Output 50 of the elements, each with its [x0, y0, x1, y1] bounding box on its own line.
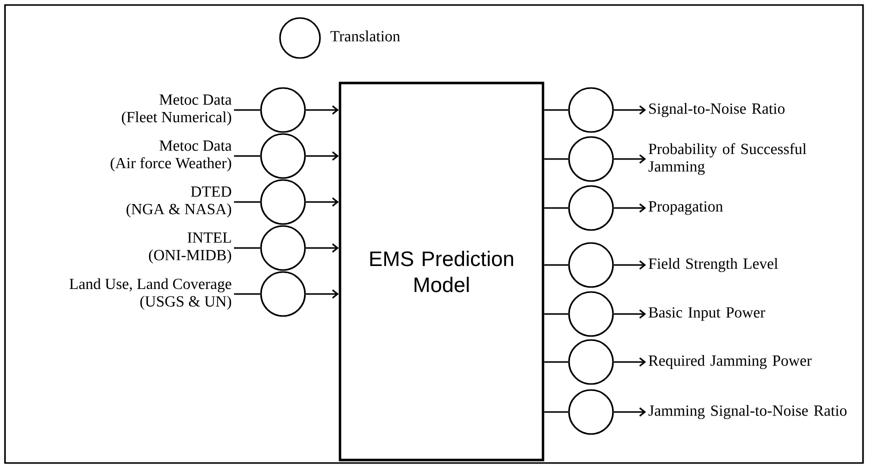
connector-line [544, 264, 568, 266]
circle-symbol [568, 339, 614, 385]
output-label: Propagation [648, 201, 723, 215]
arrow [614, 154, 646, 164]
connector-line [544, 158, 568, 160]
output-label: Jamming Signal-to-Noise Ratio [648, 404, 847, 420]
arrow [614, 357, 646, 367]
circle-symbol [568, 136, 614, 182]
circle-symbol [260, 225, 306, 271]
connector-line [234, 155, 260, 157]
connector-line [234, 293, 260, 295]
arrow [306, 197, 339, 207]
circle-symbol [568, 87, 614, 133]
output-label: Signal-to-Noise Ratio [649, 102, 785, 118]
input-label: Land Use, Land Coverage (USGS & UN) [70, 278, 232, 310]
arrow [306, 151, 339, 161]
circle-symbol [260, 133, 306, 179]
output-label: Basic Input Power [648, 307, 766, 321]
input-label: INTEL (ONI-MIDB) [148, 232, 232, 264]
connector-line [234, 109, 260, 111]
arrow [614, 309, 646, 319]
circle-symbol [260, 179, 306, 225]
output-label: Field Strength Level [648, 258, 778, 272]
connector-line [234, 247, 260, 249]
arrow [614, 260, 646, 270]
circle-symbol [568, 389, 614, 435]
input-label: Metoc Data (Air force Weather) [110, 140, 232, 172]
connector-line [544, 313, 568, 315]
connector-line [544, 361, 568, 363]
circle-symbol [568, 242, 614, 288]
circle-symbol [260, 87, 306, 133]
output-label: Probability of Successful Jamming [648, 143, 806, 175]
arrow [614, 105, 646, 115]
output-label: Required Jamming Power [648, 354, 812, 370]
input-label: DTED (NGA & NASA) [126, 186, 232, 218]
arrow [614, 407, 646, 417]
circle-symbol [568, 185, 614, 231]
connector-line [234, 201, 260, 203]
input-label: Metoc Data (Fleet Numerical) [122, 94, 232, 126]
arrow [306, 289, 339, 299]
legend-label: Translation [330, 30, 400, 42]
circle-symbol [568, 291, 614, 337]
circle-symbol [260, 271, 306, 317]
connector-line [544, 207, 568, 209]
arrow [306, 243, 339, 253]
arrow [306, 105, 339, 115]
connector-line [544, 109, 568, 111]
model-box: EMS Prediction Model [338, 82, 544, 462]
connector-line [544, 411, 568, 413]
arrow [614, 203, 646, 213]
